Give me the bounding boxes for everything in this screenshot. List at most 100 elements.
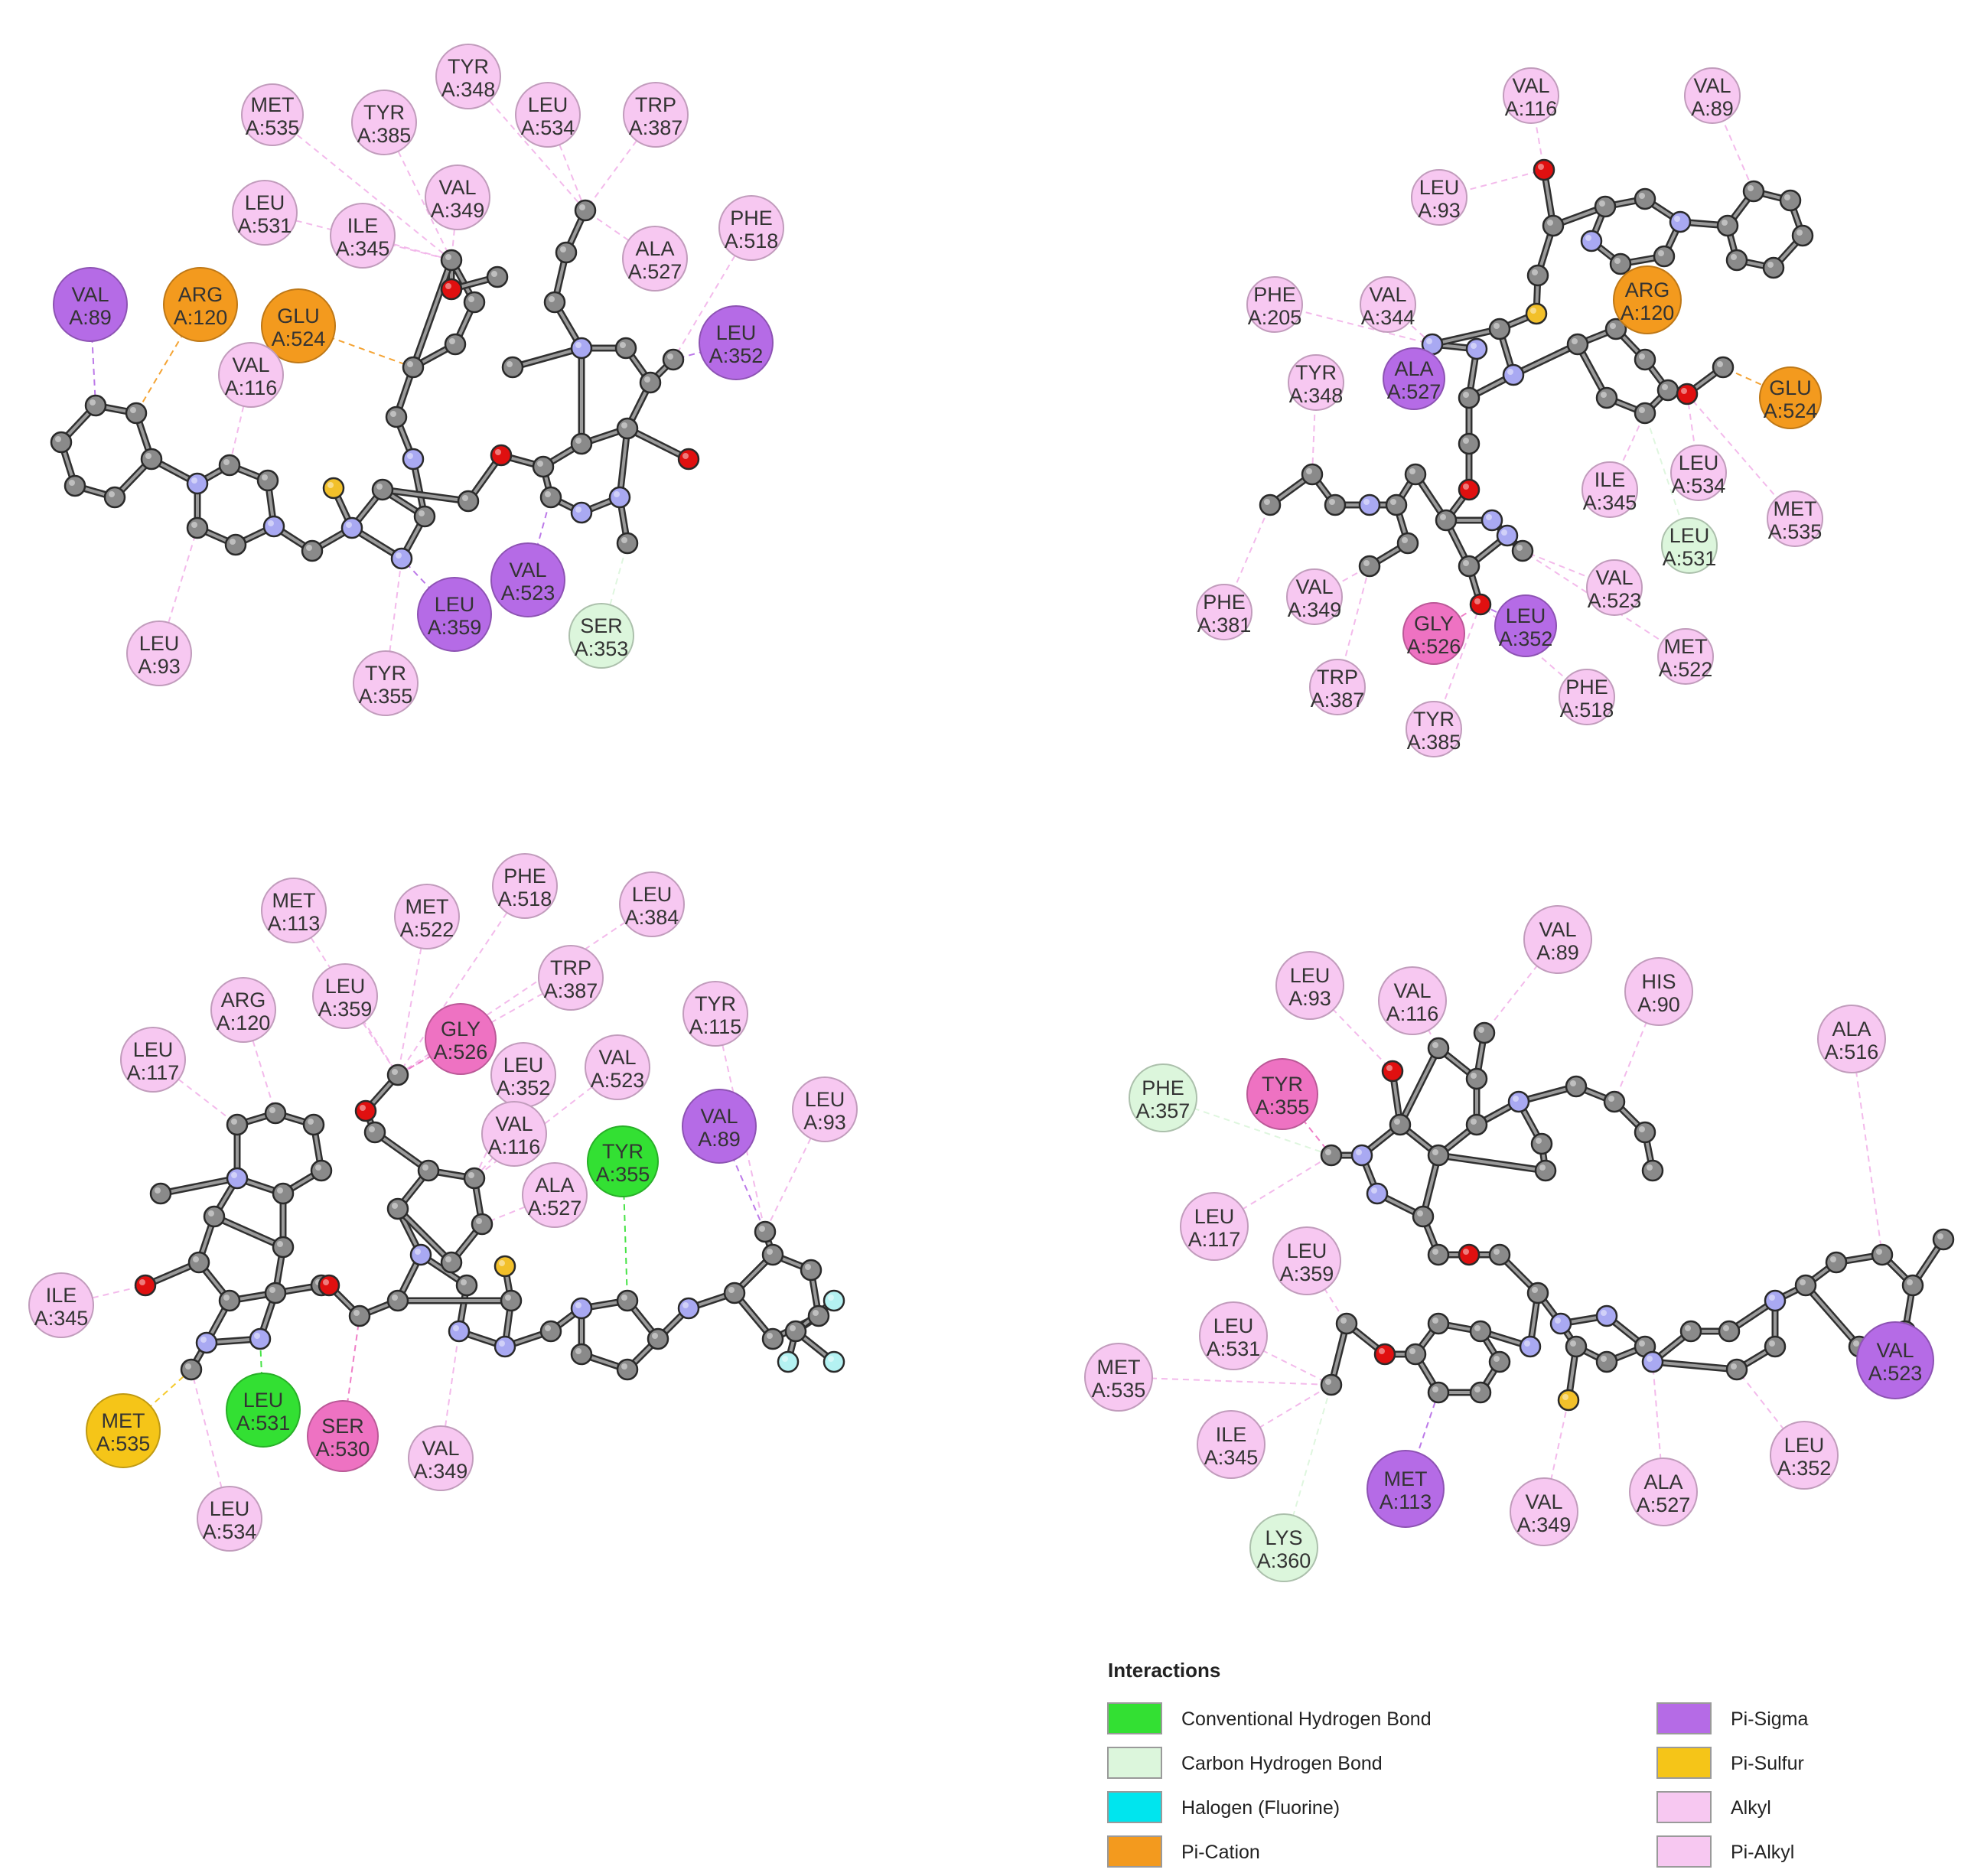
atom-C: [1718, 1320, 1741, 1343]
interaction-line: [1233, 1335, 1332, 1386]
residue-name: VAL: [1525, 1490, 1562, 1513]
atom-C: [1435, 509, 1458, 532]
residue-name: SER: [580, 614, 623, 637]
atom-C: [1595, 386, 1618, 409]
residue-name: LEU: [1213, 1314, 1254, 1337]
residue-id: A:523: [1868, 1362, 1923, 1385]
residue-name: TYR: [602, 1140, 643, 1163]
residue-name: VAL: [1595, 566, 1633, 589]
atom-C: [444, 333, 467, 356]
residue-id: A:352: [497, 1076, 551, 1099]
residue-id: A:113: [1380, 1490, 1432, 1513]
residue-id: A:523: [591, 1069, 645, 1092]
atom-N: [390, 547, 413, 570]
residue-id: A:349: [414, 1460, 468, 1483]
residue-id: A:355: [1256, 1096, 1310, 1119]
legend-label: Pi-Alkyl: [1731, 1842, 1794, 1863]
residue-id: A:518: [725, 230, 779, 252]
atom-C: [639, 371, 662, 394]
residue-name: LYS: [1265, 1526, 1302, 1549]
atom-C: [500, 1289, 523, 1312]
atom-S: [322, 477, 345, 500]
residue-name: VAL: [1539, 918, 1576, 941]
residue-id: A:349: [431, 199, 485, 222]
atom-C: [1604, 318, 1627, 340]
residue-name: VAL: [598, 1046, 636, 1069]
atom-O: [490, 444, 513, 467]
ligand-molecule: [1320, 1021, 1955, 1412]
atom-C: [1458, 555, 1480, 578]
atom-C: [301, 539, 324, 562]
legend-item-pi-sulfur: Pi-Sulfur: [1656, 1747, 1804, 1779]
residue-id: A:352: [709, 344, 764, 367]
atom-N: [570, 337, 593, 360]
residue-name: VAL: [495, 1112, 533, 1135]
interaction-line: [1614, 991, 1660, 1102]
atom-C: [1742, 180, 1765, 203]
residue-name: LEU: [1287, 1239, 1327, 1262]
residue-id: A:531: [238, 214, 292, 237]
atom-C: [1427, 1381, 1450, 1404]
legend-label: Halogen (Fluorine): [1181, 1797, 1340, 1819]
interaction-line: [1438, 169, 1545, 198]
residue-id: A:531: [1207, 1337, 1261, 1360]
legend-swatch: [1107, 1747, 1162, 1779]
atom-O: [354, 1099, 377, 1122]
atom-C: [1458, 386, 1480, 409]
residue-id: A:93: [1418, 199, 1461, 222]
residue-name: HIS: [1641, 970, 1676, 993]
atom-C: [180, 1358, 203, 1381]
atom-N: [1480, 509, 1503, 532]
atom-C: [1465, 1113, 1488, 1136]
atom-C: [140, 448, 163, 471]
ligand-molecules: [50, 158, 1955, 1412]
interaction-line: [1851, 1038, 1883, 1256]
atom-C: [1725, 249, 1748, 272]
residue-id: A:522: [400, 918, 454, 941]
atom-C: [1871, 1243, 1894, 1266]
residue-id: A:526: [434, 1041, 488, 1063]
residue-id: A:385: [357, 124, 412, 147]
atom-C: [264, 1102, 287, 1125]
residue-name: LEU: [139, 632, 180, 655]
atom-C: [203, 1205, 226, 1228]
residue-id: A:523: [1588, 589, 1642, 612]
residue-id: A:359: [318, 998, 373, 1021]
residue-name: TYR: [1295, 361, 1337, 384]
interaction-line: [1118, 1376, 1332, 1386]
atom-N: [570, 1297, 593, 1320]
atom-C: [1794, 1274, 1817, 1297]
atom-C: [616, 417, 639, 440]
atom-C: [1488, 1350, 1511, 1373]
residue-name: PHE: [730, 207, 773, 230]
atom-C: [463, 291, 486, 314]
atom-C: [555, 241, 578, 264]
atom-C: [1565, 1075, 1588, 1098]
residue-id: A:359: [428, 616, 482, 639]
bond-highlight: [1512, 343, 1579, 376]
residue-name: PHE: [1253, 283, 1296, 306]
atom-C: [1901, 1274, 1924, 1297]
legend-swatch: [1107, 1791, 1162, 1823]
residue-name: PHE: [1203, 591, 1246, 614]
atom-C: [1320, 1373, 1343, 1396]
residue-id: A:384: [625, 906, 679, 929]
residue-name: MET: [102, 1409, 145, 1432]
atom-C: [614, 337, 637, 360]
residue-id: A:387: [629, 116, 683, 139]
bond-highlight: [381, 488, 470, 503]
